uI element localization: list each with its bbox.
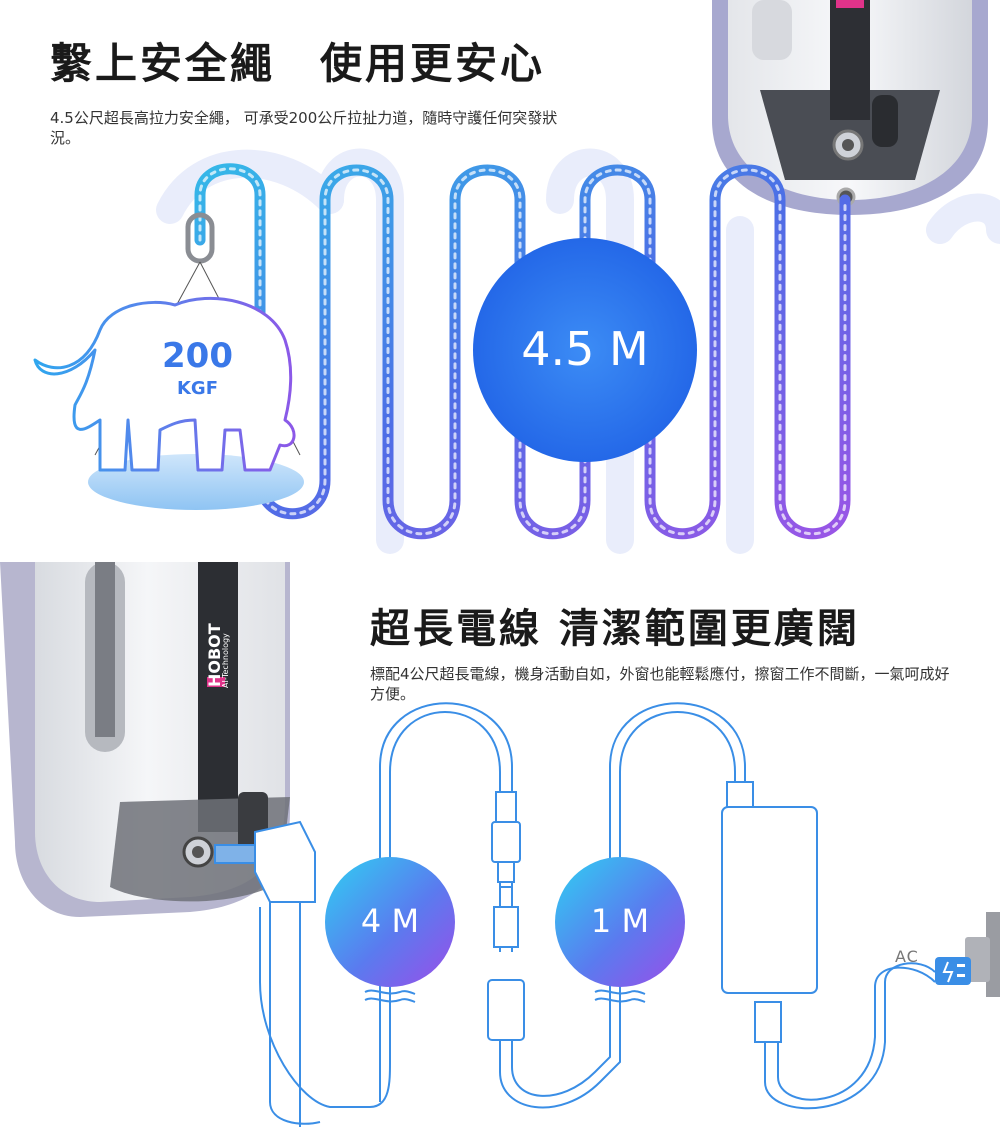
dc-connector <box>214 820 316 903</box>
dc-plug-top <box>491 791 521 883</box>
dc-jack-bottom <box>487 886 525 1041</box>
adapter-cord-length-circle <box>555 857 685 987</box>
safety-rope-title: 繫上安全繩 使用更安心 <box>50 39 546 88</box>
window-robot-top <box>712 0 988 215</box>
power-cord-title: 超長電線 清潔範圍更廣闊 <box>370 606 860 652</box>
power-cord-description: 標配4公尺超長電線，機身活動自如，外窗也能輕鬆應付，擦窗工作不間斷，一氣呵成好方… <box>370 665 950 703</box>
device-tagline: AI-Technology <box>221 633 230 688</box>
power-cord-lines <box>259 702 936 1127</box>
cord-length-circle <box>325 857 455 987</box>
elephant-icon <box>33 297 296 472</box>
ac-plug <box>935 912 1000 997</box>
load-unit: KGF <box>176 378 219 399</box>
load-value: 200 <box>162 336 233 376</box>
power-cord-illustration <box>0 562 1000 1127</box>
cord-length-label: 4 M <box>360 902 420 940</box>
safety-rope-description: 4.5公尺超長高拉力安全繩， 可承受200公斤拉扯力道，隨時守護任何突發狀況。 <box>50 109 558 147</box>
safety-rope-illustration <box>33 0 1000 554</box>
power-adapter <box>721 781 818 1043</box>
safety-rope-section: 繫上安全繩 使用更安心 4.5公尺超長高拉力安全繩， 可承受200公斤拉扯力道，… <box>0 0 1000 562</box>
window-robot-side <box>0 562 290 917</box>
power-cord-section: HOBOT AI-Technology 超長電線 清潔範圍更廣闊 標配4公尺超長… <box>0 562 1000 1127</box>
rope-length-label: 4.5 M <box>521 322 649 376</box>
cord-break-marks <box>364 989 646 1003</box>
rope-length-circle <box>473 238 697 462</box>
ac-label: AC <box>895 947 919 966</box>
adapter-cord-length-label: 1 M <box>590 902 650 940</box>
safety-rope <box>194 163 851 540</box>
